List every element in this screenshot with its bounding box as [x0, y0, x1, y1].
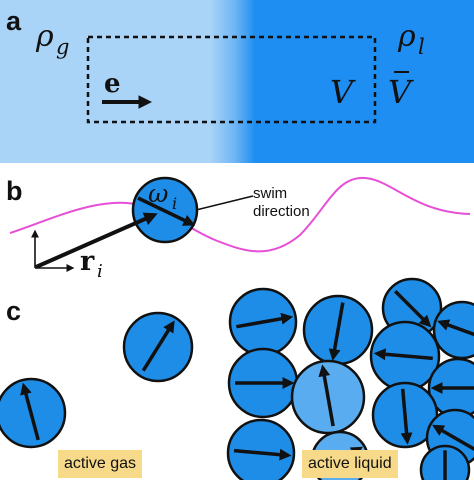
orientation-arrow-icon	[20, 382, 40, 441]
axes-icon	[31, 229, 75, 272]
orientation-arrow-icon	[437, 319, 474, 337]
r-vector-subscript: i	[97, 261, 103, 282]
omega-subscript: i	[172, 194, 177, 213]
orientation-arrow-icon	[432, 424, 474, 451]
panel-c-letter: c	[6, 296, 21, 326]
active-liquid-label: active liquid	[302, 450, 398, 478]
r-vector-label: r	[80, 246, 95, 277]
liquid-region	[255, 0, 474, 163]
trajectory-curve-icon	[9, 176, 471, 253]
swim-label-line1: swim	[253, 185, 287, 202]
omega-symbol: ω	[148, 179, 168, 208]
swim-label-line2: direction	[253, 203, 310, 220]
orientation-arrow-icon	[141, 320, 175, 372]
orientation-arrow-icon	[400, 388, 413, 445]
orientation-arrow-icon	[328, 302, 345, 361]
active-gas-label: active gas	[58, 450, 143, 478]
orientation-arrow-icon	[318, 364, 335, 427]
panel-b: b ω i swim direction r i	[6, 176, 471, 282]
orientation-arrow-icon	[393, 289, 432, 328]
rho-gas-subscript: g	[56, 35, 69, 59]
vector-e-label: e	[104, 69, 121, 99]
particles-group	[0, 277, 474, 480]
rho-gas-symbol: ρ	[35, 19, 54, 54]
swim-direction-pointer	[195, 195, 254, 211]
panel-b-letter: b	[6, 176, 23, 206]
panel-c: c	[0, 277, 474, 480]
volume-label: V	[330, 73, 356, 111]
orientation-arrow-icon	[233, 448, 292, 461]
rho-liquid-symbol: ρ	[397, 19, 416, 54]
interface-region	[210, 0, 255, 163]
volume-bar-label: V	[388, 73, 414, 111]
panel-a: a ρ g ρ l e V V	[0, 0, 474, 163]
dashed-box-icon	[86, 35, 377, 124]
panel-a-letter: a	[6, 6, 22, 36]
liquid-particle	[432, 300, 474, 360]
gas-region	[0, 0, 210, 163]
orientation-arrow-icon	[236, 312, 294, 329]
orientation-arrow-icon	[373, 348, 433, 361]
position-arrow-icon	[35, 212, 158, 269]
rho-liquid-subscript: l	[418, 35, 425, 59]
liquid-particle	[226, 418, 296, 480]
orientation-arrow-icon	[137, 196, 196, 226]
